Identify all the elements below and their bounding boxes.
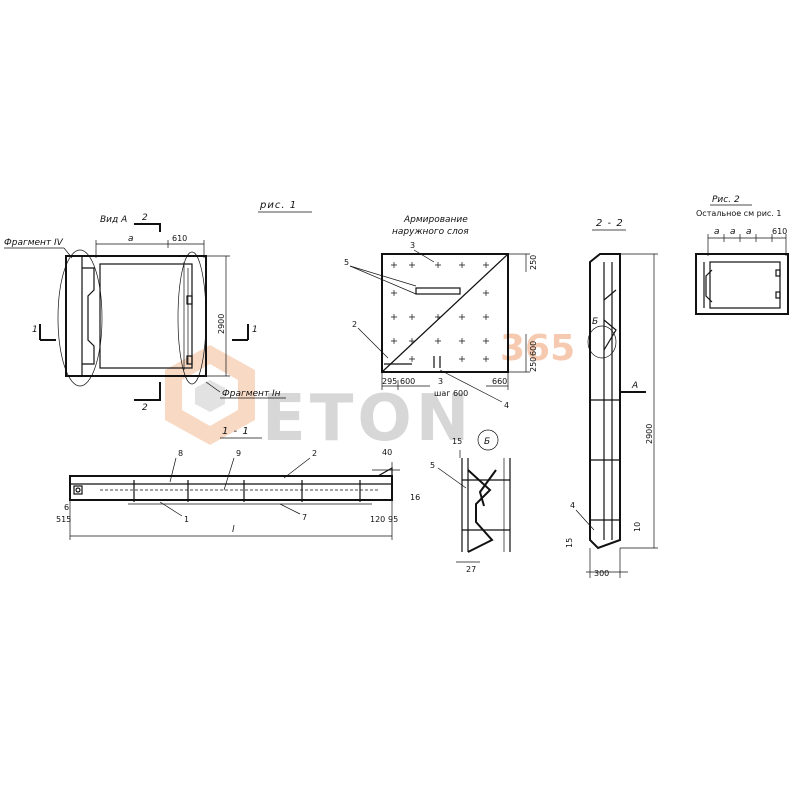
dim-15-label: 15 [452,437,462,446]
pos-1-label: 1 [184,515,189,524]
fig1-title: рис. 1 [259,200,297,211]
dim-515-label: 515 [56,515,71,524]
watermark-number: 365 [500,328,575,369]
view-a-label: Вид А [100,215,127,225]
dim-a-label: a [128,234,134,244]
fragment-iv-callout [57,249,103,387]
fig2: Рис. 2 Остальное см рис. 1 a a a 610 [695,195,789,315]
reinforcement-title-1: Армирование [403,215,468,225]
pos-9-label: 9 [236,449,241,458]
dim-300-label: 300 [594,569,609,578]
fig2-dim-0: a [714,227,720,237]
pos-5-label: 5 [430,461,435,470]
watermark-logo-icon [165,345,255,445]
section-1-1: 1 - 1 8 9 2 40 16 6 515 1 7 120 95 l [56,426,420,540]
fig2-title: Рис. 2 [712,195,740,205]
dim-l-label: l [232,525,235,535]
dim-250-top-label: 250 [529,255,538,270]
watermark-text: ETON [262,382,473,456]
pos-4-label: 4 [570,501,575,510]
reinforcement-title-2: наружного слоя [392,227,469,237]
dim-40-label: 40 [382,448,392,457]
dim-250-right-label: 250 [529,357,538,372]
dim-2900-label: 2900 [645,424,654,444]
section-1-right-mark: 1 [252,325,258,335]
pos-6-label: 6 [64,503,69,512]
dim-610-label: 610 [172,234,187,243]
pos-4-label: 4 [504,401,509,410]
fig1-plan-view: рис. 1 Вид А 2 a 610 Фрагмент IV Фрагмен… [4,200,312,413]
section-1-1-title: 1 - 1 [222,426,250,437]
fig2-dim-2: a [746,227,752,237]
step-label: шаг 600 [434,389,468,398]
fig2-dim-3: 610 [772,227,787,236]
dim-660-label: 660 [492,377,507,386]
dim-16-label: 16 [410,493,420,502]
pos-3-top: 3 [410,241,415,250]
dim-2900-label: 2900 [217,314,226,334]
section-2-2: 2 - 2 Б А 4 2900 15 10 300 [565,218,658,578]
section-2-2-title: 2 - 2 [596,218,624,229]
detail-b-title: Б [484,437,490,447]
watermark: ETON 365 [165,328,575,456]
mark-b-label: Б [592,317,598,327]
detail-b: Б 5 15 27 [430,429,511,574]
dim-27-label: 27 [466,565,476,574]
pos-2-label: 2 [352,320,357,329]
fragment-in-label: Фрагмент Iн [222,389,281,399]
dim-95-label: 95 [388,515,398,524]
pos-5-label: 5 [344,258,349,267]
dim-295-label: 295 [382,377,397,386]
dim-120-label: 120 [370,515,385,524]
dim-15-label: 15 [565,538,574,548]
pos-7-label: 7 [302,513,307,522]
fig2-dim-1: a [730,227,736,237]
dim-600-label: 600 [400,377,415,386]
mark-a-label: А [631,381,638,391]
detail-b-circle [477,429,499,451]
pos-8-label: 8 [178,449,183,458]
fragment-iv-label: Фрагмент IV [4,238,64,248]
section-1-left-mark: 1 [32,325,38,335]
fig2-note: Остальное см рис. 1 [696,209,782,218]
outer-layer-reinforcement: Армирование наружного слоя 3 5 2 3 шаг 6… [344,215,538,410]
dim-10-label: 10 [633,522,642,532]
reinforcement-grid [391,262,489,368]
section-2-bottom-mark: 2 [142,403,148,413]
dim-600-right-label: 600 [529,341,538,356]
detail-b-callout [587,325,617,359]
pos-2-label: 2 [312,449,317,458]
fragment-in-callout [177,251,207,385]
pos-3-bottom: 3 [438,377,443,386]
section-mark-2-top: 2 [142,213,148,223]
